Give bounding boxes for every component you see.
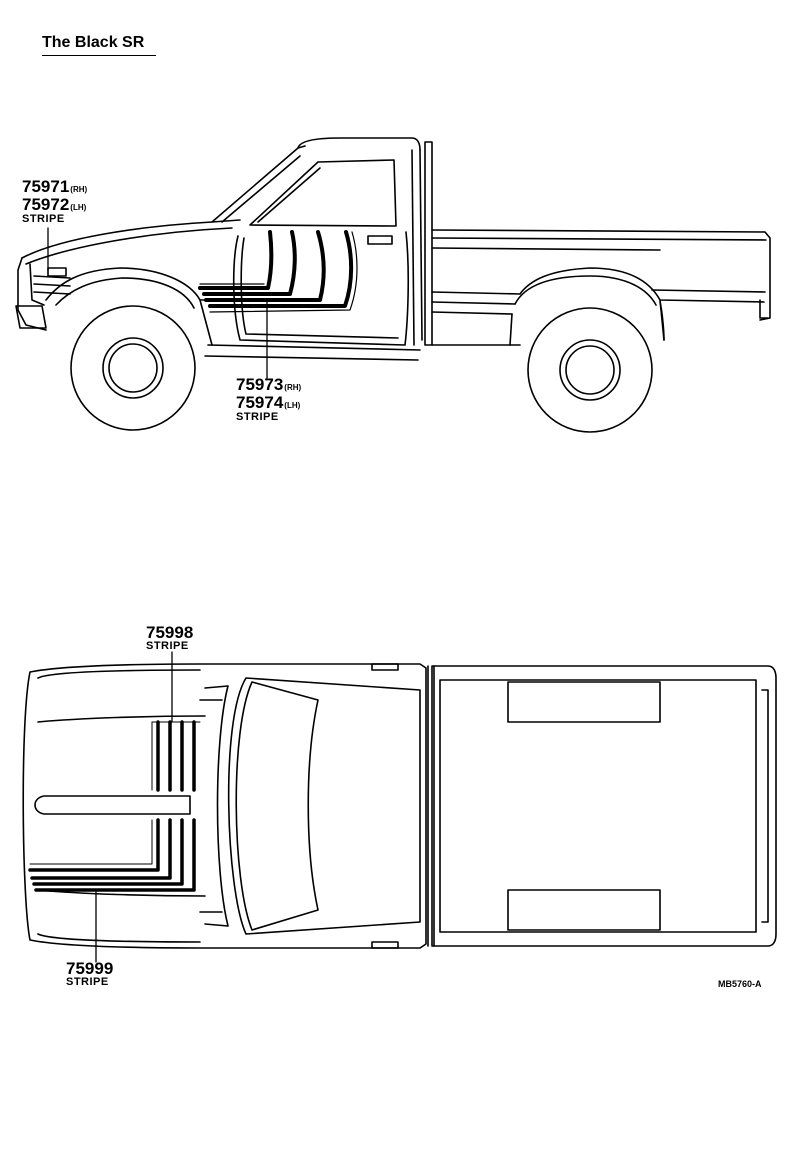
top-stripe-upper-part: 75998	[146, 623, 194, 642]
hood-stripe-rh-part: 75971	[22, 177, 70, 196]
hood-stripe-caption: STRIPE	[22, 213, 65, 225]
door-stripe-lh-side: (LH)	[284, 401, 301, 410]
reference-code: MB5760-A	[718, 979, 762, 989]
side-stripe-outline	[199, 231, 358, 313]
top-stripe-upper-callout: 75998 STRIPE	[146, 624, 193, 652]
hood-stripe-lh-part: 75972	[22, 195, 70, 214]
diagram-title: The Black SR	[42, 34, 156, 56]
door-stripe-lh-part: 75974	[236, 393, 284, 412]
top-stripe-lower-graphic	[28, 818, 196, 892]
truck-side-view	[15, 137, 771, 433]
top-stripe-lower-callout: 75999 STRIPE	[66, 960, 113, 988]
top-stripe-upper-graphic	[156, 720, 196, 792]
top-stripe-lower-caption: STRIPE	[66, 976, 109, 988]
door-stripe-callout: 75973(RH) 75974(LH) STRIPE	[236, 376, 301, 423]
hood-stripe-lh-side: (LH)	[70, 203, 87, 212]
truck-top-view	[22, 663, 777, 949]
top-stripe-lower-part: 75999	[66, 959, 114, 978]
top-stripe-upper-caption: STRIPE	[146, 640, 189, 652]
hood-stripe-callout: 75971(RH) 75972(LH) STRIPE	[22, 178, 87, 225]
door-stripe-graphic	[198, 230, 354, 308]
door-stripe-rh-part: 75973	[236, 375, 284, 394]
door-stripe-caption: STRIPE	[236, 411, 279, 423]
hood-stripe-rh-side: (RH)	[70, 185, 88, 194]
door-stripe-rh-side: (RH)	[284, 383, 302, 392]
top-stripe-outline	[29, 721, 201, 865]
